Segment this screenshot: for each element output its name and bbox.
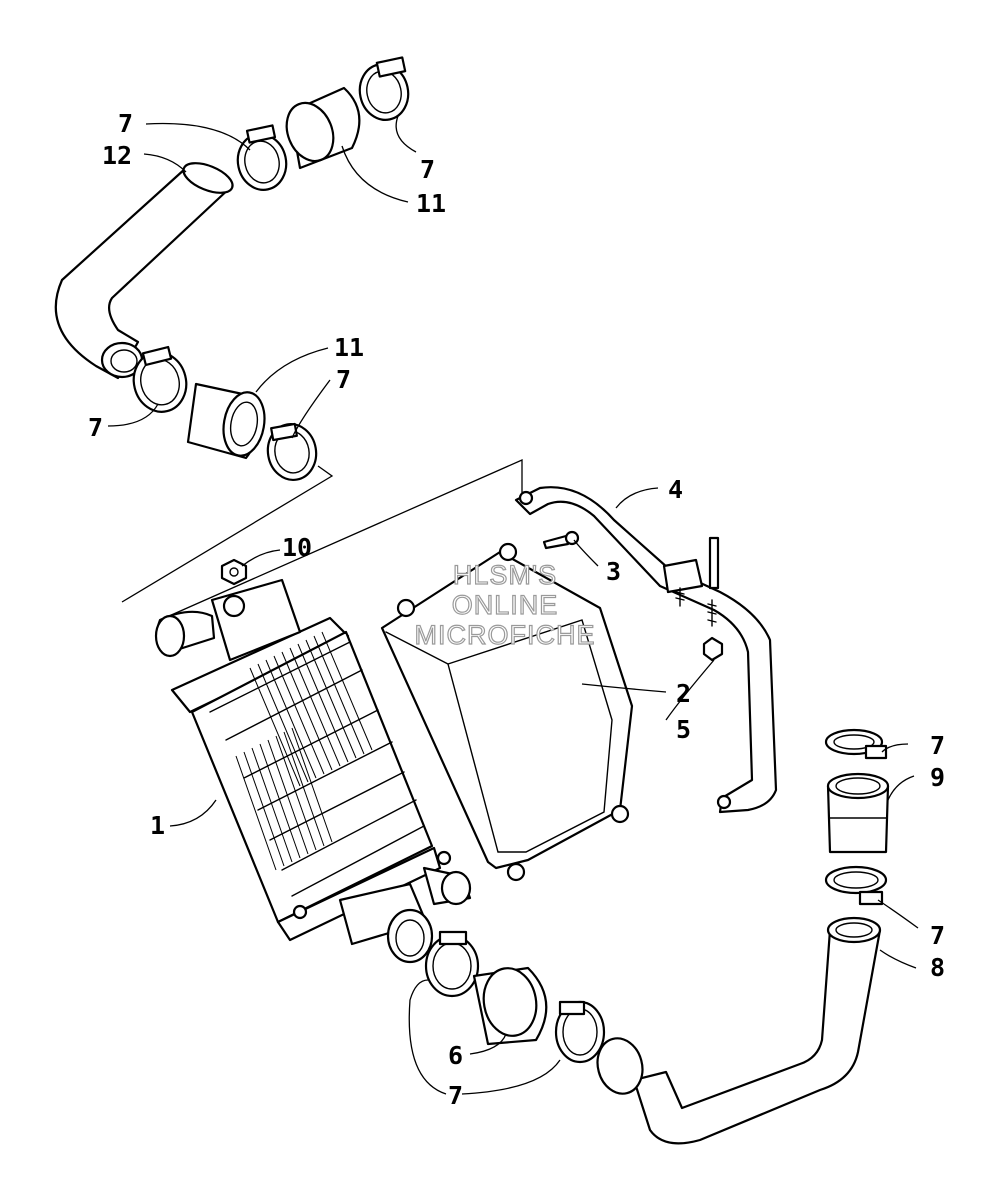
callout-7: 7 xyxy=(930,921,945,950)
callout-7: 7 xyxy=(448,1081,463,1110)
callout-6: 6 xyxy=(448,1041,463,1070)
callout-12: 12 xyxy=(102,141,132,170)
shroud-2[interactable] xyxy=(380,542,634,882)
callout-5: 5 xyxy=(676,715,691,744)
hose-clamp-right-bottom[interactable] xyxy=(824,865,888,906)
hose-8[interactable] xyxy=(592,916,882,1145)
callout-7: 7 xyxy=(88,413,103,442)
callout-7: 7 xyxy=(420,155,435,184)
callout-labels: 7 12 7 11 11 7 7 4 10 3 2 5 7 9 1 7 8 6 … xyxy=(88,109,945,1110)
leader-lines xyxy=(107,115,919,1095)
callout-7: 7 xyxy=(118,109,133,138)
hose-clamp-lower-left[interactable] xyxy=(424,930,480,998)
core-fins xyxy=(235,631,373,871)
hose-clamp-right-top[interactable] xyxy=(824,728,888,760)
hose-clamp-upper-right[interactable] xyxy=(355,56,414,124)
bolt-3[interactable] xyxy=(542,530,580,550)
coupler-11-upper[interactable] xyxy=(278,86,361,170)
callout-11: 11 xyxy=(334,333,364,362)
callout-4: 4 xyxy=(668,475,683,504)
callout-11: 11 xyxy=(416,189,446,218)
hose-clamp-upper-left[interactable] xyxy=(233,124,292,194)
coupler-6[interactable] xyxy=(472,964,548,1046)
coupler-11-lower[interactable] xyxy=(186,382,269,460)
hose-clamp-mid-left[interactable] xyxy=(128,345,193,418)
intercooler-1[interactable] xyxy=(154,578,472,964)
callout-9: 9 xyxy=(930,763,945,792)
callout-1: 1 xyxy=(150,811,165,840)
bracket-4[interactable] xyxy=(514,486,778,814)
callout-8: 8 xyxy=(930,953,945,982)
hose-clamp-mid-right[interactable] xyxy=(264,420,321,483)
callout-2: 2 xyxy=(676,679,691,708)
nut-5[interactable] xyxy=(702,636,724,662)
watermark-line: HLSM'S xyxy=(452,559,558,590)
watermark-line: ONLINE xyxy=(451,589,559,620)
nut-10[interactable] xyxy=(220,558,248,586)
hose-12[interactable] xyxy=(54,157,237,380)
watermark-line: MICROFICHE xyxy=(414,619,596,650)
coupler-9[interactable] xyxy=(826,772,890,854)
hose-clamp-lower-right[interactable] xyxy=(554,1000,606,1064)
watermark: HLSM'S ONLINE MICROFICHE xyxy=(360,559,650,650)
callout-7: 7 xyxy=(930,731,945,760)
callout-7: 7 xyxy=(336,365,351,394)
callout-10: 10 xyxy=(282,533,312,562)
callout-3: 3 xyxy=(606,557,621,586)
